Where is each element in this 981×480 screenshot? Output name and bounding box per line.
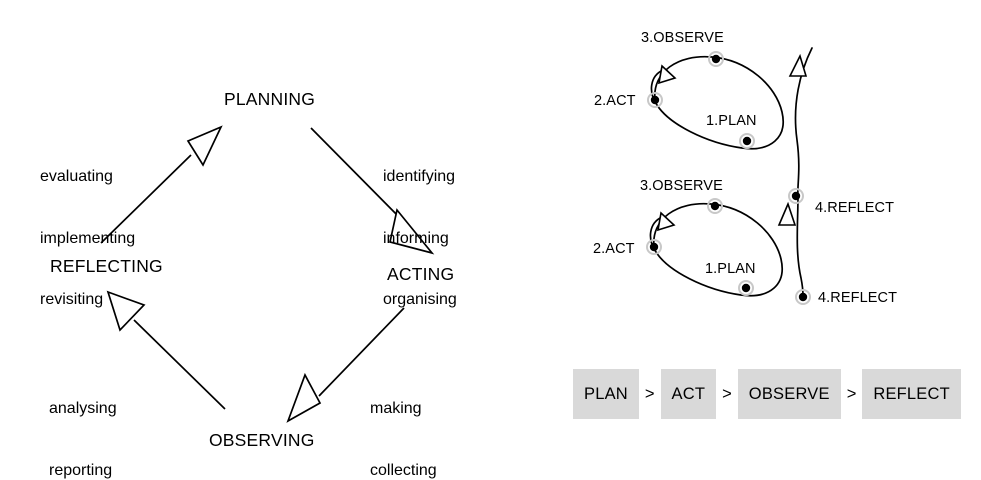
verb-line: reporting	[49, 461, 113, 479]
verb-line: informing	[383, 229, 449, 247]
spiral-label-lower-observe: 3.OBSERVE	[640, 178, 723, 194]
stage-label-observing: OBSERVING	[209, 430, 315, 450]
spiral-transition-lower	[777, 195, 804, 297]
sequence-box-act[interactable]: ACT	[660, 369, 717, 419]
cycle-arrow-reflecting-to-planning	[100, 125, 223, 244]
verb-line: revisiting	[40, 291, 104, 308]
verb-line: organising	[383, 291, 457, 308]
spiral-node-upper-plan	[739, 133, 755, 149]
verb-group-identifying: identifying informing organising	[383, 126, 457, 352]
sequence-strip: PLAN > ACT > OBSERVE > REFLECT	[573, 369, 961, 419]
sequence-separator: >	[644, 384, 655, 403]
verb-group-evaluating: evaluating implementing revisiting	[40, 126, 135, 352]
spiral-loop-upper	[650, 55, 784, 150]
stage-label-planning: PLANNING	[224, 89, 316, 109]
spiral-label-lower-act: 2.ACT	[593, 241, 635, 257]
spiral-node-lower-reflect	[795, 289, 811, 305]
spiral-node-upper-observe	[708, 51, 724, 67]
spiral-label-upper-reflect: 4.REFLECT	[815, 200, 895, 216]
stage-label-acting: ACTING	[387, 264, 455, 284]
sequence-separator: >	[846, 384, 857, 403]
cycle-arrow-planning-to-acting	[310, 127, 435, 255]
sequence-box-plan[interactable]: PLAN	[573, 369, 639, 419]
spiral-transition-upper	[788, 47, 813, 197]
verb-line: making	[370, 400, 422, 417]
verb-line: identifying	[383, 168, 456, 185]
spiral-node-lower-act	[646, 239, 662, 255]
spiral-node-upper-act	[647, 92, 663, 108]
spiral-label-upper-plan: 1.PLAN	[706, 113, 757, 129]
sequence-box-observe[interactable]: OBSERVE	[737, 369, 841, 419]
sequence-box-reflect[interactable]: REFLECT	[862, 369, 961, 419]
spiral-loop-lower	[649, 202, 783, 297]
spiral-node-upper-reflect	[788, 188, 804, 204]
stage-label-reflecting: REFLECTING	[50, 256, 163, 276]
verb-line: implementing	[40, 229, 136, 247]
verb-line: collecting	[370, 461, 437, 479]
verb-group-making: making collecting questioning	[370, 358, 452, 480]
verb-line: analysing	[49, 400, 117, 417]
spiral-label-lower-plan: 1.PLAN	[705, 261, 756, 277]
spiral-node-lower-observe	[707, 198, 723, 214]
verb-line: evaluating	[40, 168, 113, 185]
spiral-node-lower-plan	[738, 280, 754, 296]
spiral-label-upper-act: 2.ACT	[594, 93, 636, 109]
verb-group-analysing: analysing reporting sharing	[49, 358, 117, 480]
spiral-label-lower-reflect: 4.REFLECT	[818, 290, 898, 306]
sequence-separator: >	[722, 384, 732, 403]
cycle-arrow-acting-to-observing	[286, 307, 405, 423]
spiral-label-upper-observe: 3.OBSERVE	[641, 30, 724, 46]
cycle-arrow-observing-to-reflecting	[106, 290, 226, 410]
